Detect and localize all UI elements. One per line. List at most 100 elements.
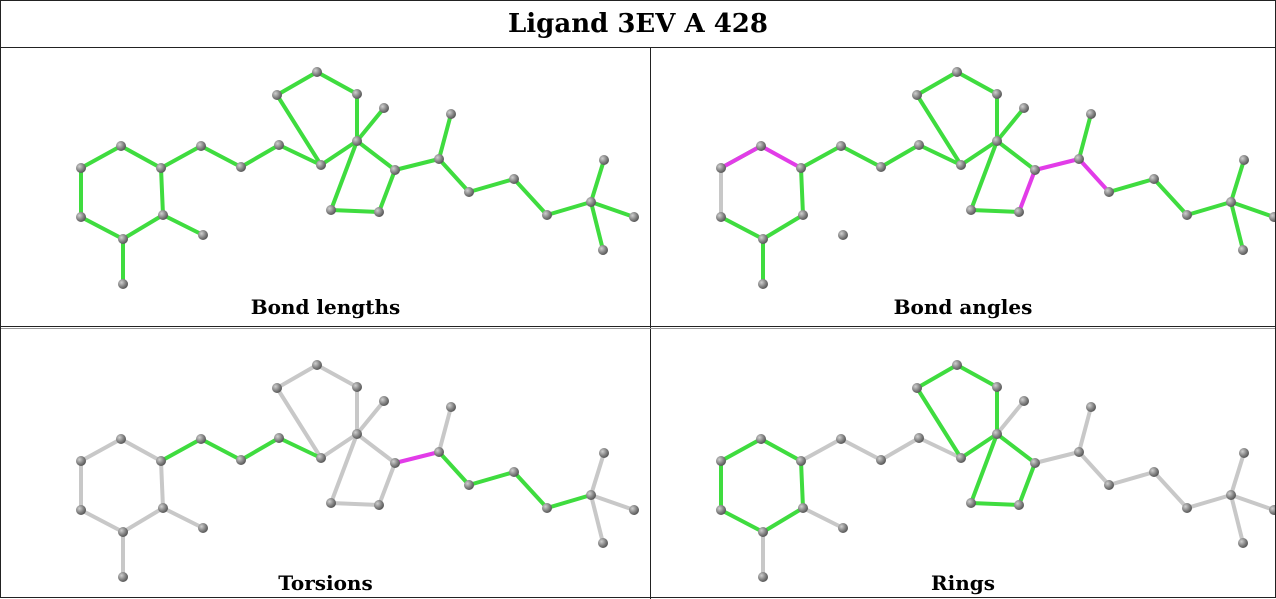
bond-ok-5 xyxy=(799,144,843,170)
atom-1 xyxy=(756,141,766,151)
atom-14 xyxy=(352,89,362,99)
bond-ok-1 xyxy=(79,144,123,170)
atom-13 xyxy=(952,360,962,370)
bond-unassessed-14 xyxy=(355,399,386,436)
atom-29 xyxy=(598,538,608,548)
grid-divider-horizontal-shadow xyxy=(1,328,1275,329)
atom-29 xyxy=(598,245,608,255)
atom-6 xyxy=(758,572,768,582)
panel-bond-lengths: Bond lengths xyxy=(1,48,650,326)
atom-2 xyxy=(76,456,86,466)
atom-12 xyxy=(912,383,922,393)
bond-outlier-2 xyxy=(1033,157,1081,172)
bond-ok-14 xyxy=(959,139,999,167)
bond-ok-3 xyxy=(799,166,805,217)
atom-0 xyxy=(796,163,806,173)
molecule-torsions xyxy=(76,360,639,582)
atom-12 xyxy=(272,383,282,393)
bond-ok-29 xyxy=(589,158,606,204)
atom-10 xyxy=(274,140,284,150)
atom-13 xyxy=(312,67,322,77)
atom-28 xyxy=(629,505,639,515)
bond-ok-1 xyxy=(719,437,763,463)
atom-8 xyxy=(196,141,206,151)
bond-ok-18 xyxy=(969,139,999,212)
atom-4 xyxy=(118,527,128,537)
atom-3 xyxy=(76,212,86,222)
bond-ok-22 xyxy=(1185,200,1233,217)
atom-15 xyxy=(992,429,1002,439)
bond-unassessed-17 xyxy=(329,501,381,507)
atom-28 xyxy=(1269,212,1275,222)
atom-10 xyxy=(914,140,924,150)
atom-9 xyxy=(236,455,246,465)
bond-unassessed-1 xyxy=(79,437,123,463)
atom-20 xyxy=(966,205,976,215)
atom-23 xyxy=(1104,187,1114,197)
atom-22 xyxy=(446,109,456,119)
bond-unassessed-8 xyxy=(1077,405,1093,454)
bond-ok-8 xyxy=(955,363,999,389)
panel-torsions: Torsions xyxy=(1,329,650,597)
atom-8 xyxy=(836,434,846,444)
atom-5 xyxy=(798,503,808,513)
atom-12 xyxy=(912,90,922,100)
bond-ok-1 xyxy=(719,215,765,241)
atom-9 xyxy=(876,455,886,465)
atom-27 xyxy=(599,155,609,165)
bond-ok-14 xyxy=(969,501,1021,507)
atom-21 xyxy=(434,154,444,164)
bond-ok-26 xyxy=(467,177,516,194)
atom-0 xyxy=(156,456,166,466)
atom-15 xyxy=(352,136,362,146)
atom-2 xyxy=(716,163,726,173)
atom-24 xyxy=(509,467,519,477)
bond-unassessed-16 xyxy=(377,461,397,507)
title-row: Ligand 3EV A 428 xyxy=(1,1,1275,48)
panel-rings: Rings xyxy=(651,329,1275,597)
molecule-rings xyxy=(716,360,1275,582)
atom-26 xyxy=(1226,490,1236,500)
bond-ok-28 xyxy=(545,200,593,217)
molecule-bond-lengths xyxy=(76,67,639,289)
bond-unassessed-14 xyxy=(1229,493,1275,512)
atom-1 xyxy=(116,434,126,444)
atom-19 xyxy=(1014,207,1024,217)
bond-ok-6 xyxy=(512,470,549,510)
bond-ok-0 xyxy=(159,437,203,463)
bond-ok-20 xyxy=(1107,177,1156,194)
atom-14 xyxy=(992,382,1002,392)
caption-rings: Rings xyxy=(930,571,995,595)
atom-17 xyxy=(1019,396,1029,406)
bond-ok-20 xyxy=(377,168,397,214)
panel-bond-angles: Bond angles xyxy=(651,48,1275,326)
atom-6 xyxy=(118,279,128,289)
bond-unassessed-15 xyxy=(1229,493,1245,545)
bond-unassessed-13 xyxy=(1229,451,1246,497)
atom-26 xyxy=(586,197,596,207)
bond-ok-24 xyxy=(437,112,453,161)
atom-19 xyxy=(374,500,384,510)
bond-ok-0 xyxy=(119,144,163,170)
bond-ok-31 xyxy=(589,200,605,252)
bond-unassessed-2 xyxy=(799,437,843,463)
bond-unassessed-0 xyxy=(119,437,163,463)
bond-ok-9 xyxy=(199,144,243,169)
atom-2 xyxy=(76,163,86,173)
atom-22 xyxy=(446,402,456,412)
atom-15 xyxy=(352,429,362,439)
bond-unassessed-21 xyxy=(589,493,636,512)
atom-11 xyxy=(956,453,966,463)
atom-21 xyxy=(434,447,444,457)
atom-25 xyxy=(1182,503,1192,513)
bond-ok-15 xyxy=(969,432,999,505)
atom-18 xyxy=(1030,458,1040,468)
caption-torsions: Torsions xyxy=(278,571,373,595)
atom-24 xyxy=(1149,467,1159,477)
atom-24 xyxy=(1149,174,1159,184)
atom-9 xyxy=(236,162,246,172)
bond-unassessed-5 xyxy=(159,459,165,510)
atom-1 xyxy=(116,141,126,151)
atom-3 xyxy=(716,212,726,222)
bond-ok-18 xyxy=(355,106,386,143)
